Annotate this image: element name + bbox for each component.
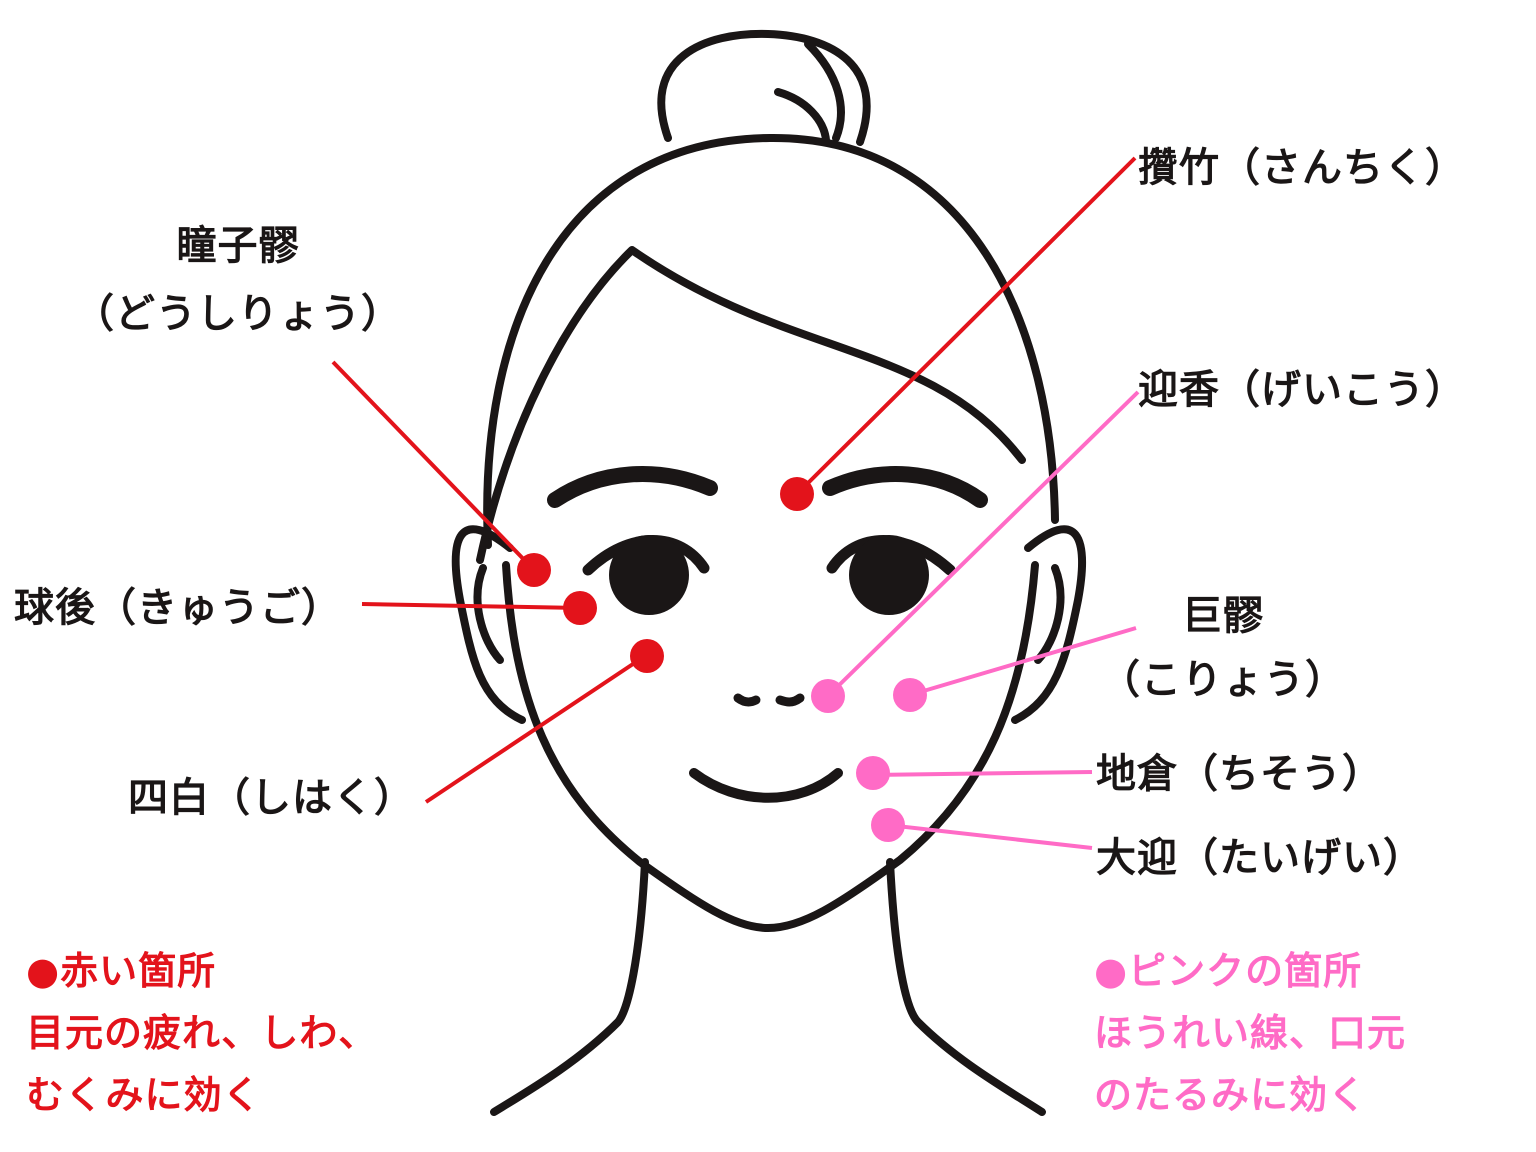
mouth: [689, 768, 843, 803]
point-geiko: [811, 679, 845, 713]
label-dokoryo-name: 瞳子髎: [176, 223, 300, 269]
label-koryo: 巨髎 （こりょう）: [1098, 596, 1348, 700]
legend-pink-title: ●ピンクの箇所: [1094, 949, 1363, 993]
point-sanchiku: [780, 477, 814, 511]
label-koryo-reading: （こりょう）: [1100, 657, 1346, 703]
right-ear-inner: [1034, 564, 1065, 664]
leader-geiko: [826, 390, 1140, 698]
neck-right: [886, 858, 1046, 1116]
point-dokoryo: [517, 553, 551, 587]
hair-bun: [657, 29, 871, 146]
hair-fringe: [476, 246, 1026, 564]
legend-pink-line: ほうれい線、口元: [1094, 1011, 1407, 1055]
hair-bun-strand: [774, 88, 830, 144]
point-shihaku: [630, 639, 664, 673]
label-chiso: 地倉（ちそう）: [1096, 751, 1383, 797]
nose-right: [775, 693, 805, 707]
leader-kyugo: [361, 602, 581, 610]
leader-chiso: [872, 770, 1093, 777]
legend-red-line: むくみに効く: [26, 1073, 262, 1117]
legend-red-line: 目元の疲れ、しわ、: [26, 1011, 378, 1055]
left-ear-inner: [473, 564, 504, 664]
label-dokoryo-reading: （どうしりょう）: [74, 291, 402, 337]
left-ear: [451, 525, 526, 724]
label-dokoryo: 瞳子髎 （どうしりょう）: [60, 226, 416, 334]
leader-taigei: [887, 823, 1093, 850]
right-pupil: [849, 535, 929, 615]
label-geiko: 迎香（げいこう）: [1138, 367, 1466, 413]
label-sanchiku: 攢竹（さんちく）: [1138, 145, 1466, 191]
label-shihaku: 四白（しはく）: [128, 775, 415, 821]
leader-shihaku: [424, 654, 647, 804]
legend-red: ●赤い箇所 目元の疲れ、しわ、 むくみに効く: [26, 940, 377, 1126]
right-eyebrow: [822, 466, 988, 508]
leader-koryo: [909, 626, 1137, 697]
right-ear: [1011, 525, 1087, 724]
nose-left: [733, 693, 761, 707]
jaw-outline: [502, 561, 1039, 932]
point-chiso: [856, 756, 890, 790]
head-outline: [483, 133, 1059, 549]
label-taigei: 大迎（たいげい）: [1096, 835, 1424, 881]
neck-left: [490, 858, 649, 1116]
label-koryo-name: 巨髎: [1182, 593, 1264, 639]
point-koryo: [893, 678, 927, 712]
legend-pink: ●ピンクの箇所 ほうれい線、口元 のたるみに効く: [1094, 940, 1406, 1126]
leader-sanchiku: [795, 156, 1137, 496]
point-taigei: [871, 808, 905, 842]
left-eyebrow: [547, 466, 718, 508]
hair-bun-strand: [804, 40, 845, 142]
legend-pink-line: のたるみに効く: [1094, 1073, 1368, 1117]
legend-red-title: ●赤い箇所: [26, 949, 217, 993]
left-pupil: [609, 535, 689, 615]
label-kyugo: 球後（きゅうご）: [14, 585, 342, 631]
leader-dokoryo: [331, 360, 536, 572]
point-kyugo: [563, 591, 597, 625]
